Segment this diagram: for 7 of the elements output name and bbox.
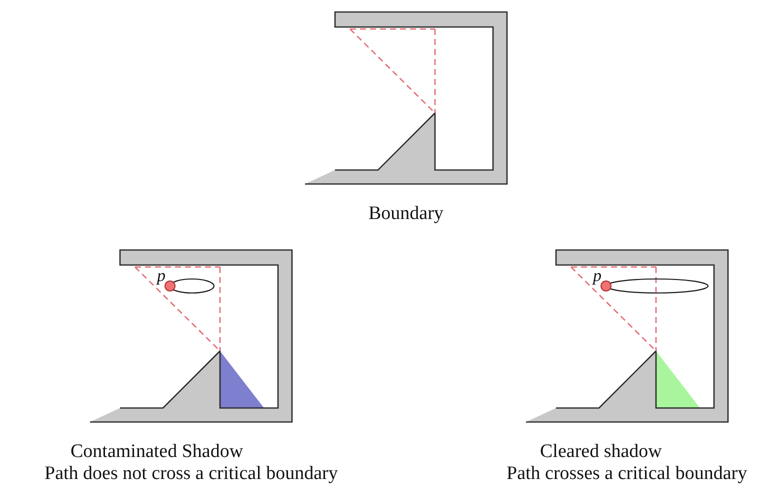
caption: Cleared shadow (540, 441, 662, 463)
subcaption: Path does not cross a critical boundary (44, 463, 338, 484)
caption: Contaminated Shadow (70, 441, 244, 463)
subcaption: Path crosses a critical boundary (506, 463, 748, 484)
point-label: p (593, 267, 602, 284)
point-label: p (157, 267, 166, 284)
caption: Boundary (368, 203, 444, 225)
